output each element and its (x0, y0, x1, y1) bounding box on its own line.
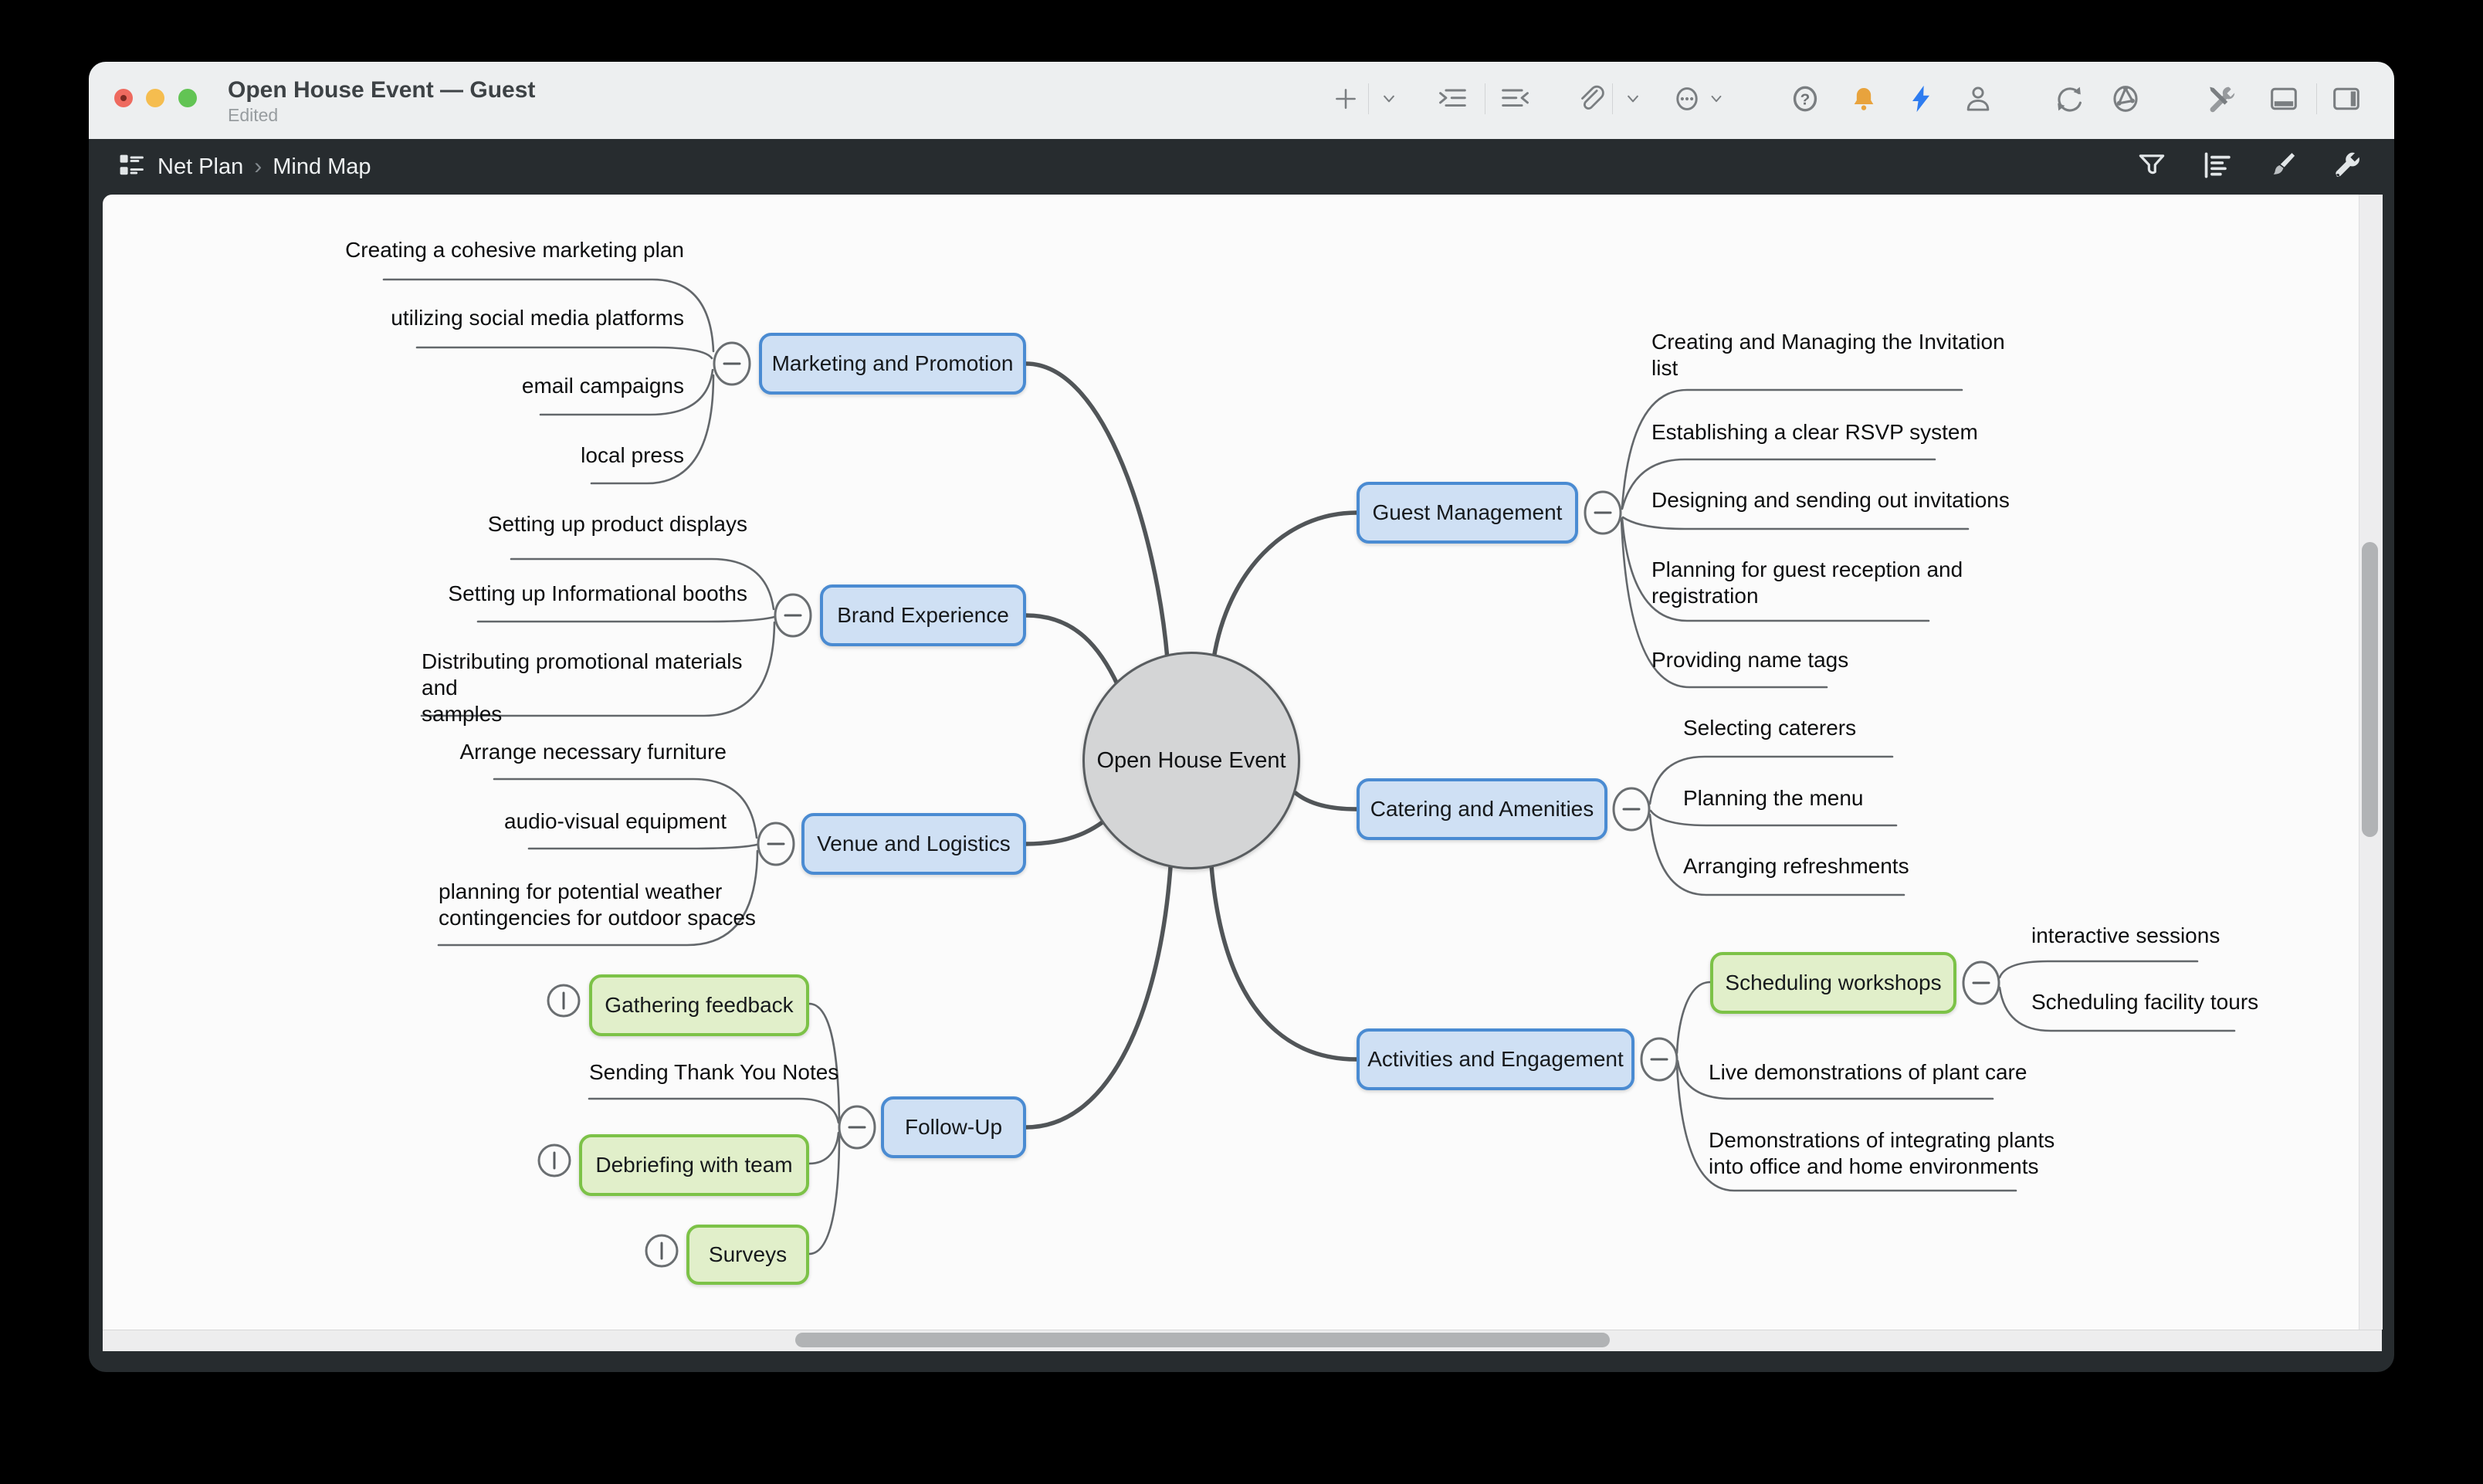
subtopic-label[interactable]: Arrange necessary furniture (459, 740, 727, 764)
settings-wrench-icon[interactable] (2329, 148, 2363, 186)
subtopic-label[interactable]: Sending Thank You Notes (589, 1060, 839, 1084)
subtopic-label[interactable]: Live demonstrations of plant care (1709, 1060, 2027, 1084)
subtopic-label[interactable]: Providing name tags (1651, 648, 1849, 672)
topic-followup[interactable]: Follow-Up (881, 1096, 1026, 1158)
attachment-icon[interactable] (1573, 81, 1608, 117)
quick-entry-bolt-icon[interactable] (1903, 81, 1939, 117)
task-debriefing-with-team[interactable]: Debriefing with team (579, 1134, 809, 1196)
more-menu-chevron-icon[interactable] (1699, 81, 1734, 117)
add-icon[interactable] (1328, 81, 1363, 117)
svg-text:?: ? (1800, 90, 1811, 108)
task-surveys[interactable]: Surveys (686, 1225, 809, 1285)
toolbar-divider (1612, 83, 1613, 114)
subtopic-label[interactable]: Arranging refreshments (1683, 854, 1909, 878)
account-person-icon[interactable] (1960, 81, 1996, 117)
subtopic-label[interactable]: Planning for guest reception and registr… (1651, 557, 1963, 608)
tools-icon[interactable] (2202, 81, 2237, 117)
toggle-bottom-panel-icon[interactable] (2266, 81, 2302, 117)
outline-list-icon[interactable] (2200, 148, 2234, 186)
topic-brand[interactable]: Brand Experience (820, 584, 1026, 646)
subtopic-label[interactable]: utilizing social media platforms (391, 306, 684, 330)
breadcrumb-item-net-plan[interactable]: Net Plan (158, 154, 244, 179)
toolbar-divider (1368, 83, 1369, 114)
attachment-menu-chevron-icon[interactable] (1615, 81, 1651, 117)
sync-arrows-icon[interactable] (2051, 81, 2087, 117)
more-circle-icon[interactable] (1669, 81, 1705, 117)
zoom-button[interactable] (178, 89, 197, 107)
subtopic-label[interactable]: email campaigns (521, 374, 684, 398)
toolbar-divider (2316, 83, 2317, 114)
breadcrumb-separator: › (254, 154, 263, 179)
topic-activities[interactable]: Activities and Engagement (1357, 1028, 1634, 1090)
horizontal-scrollbar-thumb[interactable] (795, 1333, 1610, 1347)
subtopic-label[interactable]: local press (581, 443, 684, 467)
topic-venue[interactable]: Venue and Logistics (801, 813, 1026, 875)
notifications-bell-icon[interactable] (1846, 81, 1882, 117)
breadcrumb-item-mind-map[interactable]: Mind Map (273, 154, 371, 179)
outdent-topic-icon[interactable] (1499, 81, 1535, 117)
filter-funnel-icon[interactable] (2135, 148, 2169, 186)
subtopic-label[interactable]: Creating and Managing the Invitation lis… (1651, 330, 2005, 380)
minimize-button[interactable] (146, 89, 164, 107)
root-node[interactable]: Open House Event (1082, 652, 1300, 869)
task-gathering-feedback[interactable]: Gathering feedback (589, 974, 809, 1036)
window-title: Open House Event — Guest (228, 77, 536, 103)
breadcrumb-actions (2135, 139, 2363, 195)
subtopic-label[interactable]: planning for potential weather contingen… (439, 879, 756, 930)
subtopic-label[interactable]: Distributing promotional materials and s… (422, 649, 743, 726)
subtopic-label[interactable]: Creating a cohesive marketing plan (345, 238, 684, 262)
task-scheduling-workshops[interactable]: Scheduling workshops (1710, 952, 1956, 1014)
style-brush-icon[interactable] (2265, 148, 2298, 186)
subtopic-label[interactable]: interactive sessions (2031, 923, 2220, 947)
subtopic-label[interactable]: Demonstrations of integrating plants int… (1709, 1128, 2055, 1178)
title-bar: Open House Event — Guest Edited ? (89, 62, 2394, 139)
window-status: Edited (228, 105, 279, 125)
add-menu-chevron-icon[interactable] (1371, 81, 1407, 117)
close-button[interactable] (114, 89, 133, 107)
topic-catering[interactable]: Catering and Amenities (1357, 778, 1607, 840)
toggle-right-panel-icon[interactable] (2329, 81, 2364, 117)
subtopic-label[interactable]: audio-visual equipment (504, 809, 727, 833)
breadcrumb-bar (89, 139, 2394, 195)
topic-guest[interactable]: Guest Management (1357, 482, 1578, 544)
subtopic-label[interactable]: Establishing a clear RSVP system (1651, 420, 1978, 444)
document-outline-icon (116, 150, 147, 185)
topic-marketing[interactable]: Marketing and Promotion (759, 333, 1026, 395)
subtopic-label[interactable]: Scheduling facility tours (2031, 990, 2259, 1014)
subtopic-label[interactable]: Designing and sending out invitations (1651, 488, 2010, 512)
subtopic-label[interactable]: Selecting caterers (1683, 716, 1857, 740)
subtopic-label[interactable]: Setting up product displays (487, 512, 747, 536)
help-icon[interactable]: ? (1787, 81, 1823, 117)
subtopic-label[interactable]: Planning the menu (1683, 786, 1864, 810)
subtopic-label[interactable]: Setting up Informational booths (448, 581, 747, 605)
share-network-icon[interactable] (2108, 81, 2143, 117)
breadcrumb: Net Plan › Mind Map (116, 139, 371, 195)
indent-topic-icon[interactable] (1433, 81, 1468, 117)
vertical-scrollbar-thumb[interactable] (2362, 542, 2378, 837)
